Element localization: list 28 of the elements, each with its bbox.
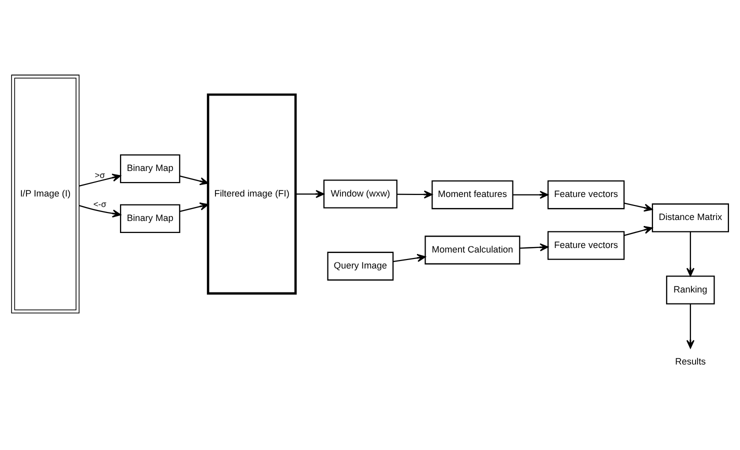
- arrow: [520, 242, 548, 251]
- node-box: Query Image: [327, 251, 394, 280]
- node-box: Moment Calculation: [424, 235, 520, 264]
- node-box: Binary Map: [120, 204, 180, 232]
- node-box: I/P Image (I): [11, 74, 80, 313]
- node-box: Feature vectors: [547, 230, 625, 260]
- node-box: Moment features: [432, 180, 514, 209]
- arrow: [180, 202, 209, 212]
- arrow: [79, 173, 121, 186]
- node-box: Ranking: [666, 275, 715, 304]
- arrow: [513, 190, 548, 198]
- edge-label: <-σ: [93, 198, 106, 208]
- arrow: [624, 226, 653, 236]
- arrow: [180, 174, 209, 185]
- node-box: Distance Matrix: [652, 202, 729, 232]
- node-box: Window (wxw): [323, 179, 398, 208]
- arrow: [296, 190, 324, 198]
- arrow: [686, 303, 694, 348]
- arrow: [624, 202, 653, 212]
- arrow: [393, 253, 426, 262]
- node-box: Binary Map: [120, 154, 180, 183]
- edge-label: >σ: [94, 169, 105, 180]
- arrow: [79, 204, 122, 217]
- node-text: Results: [675, 356, 706, 366]
- node-box: Filtered image (FI): [206, 93, 297, 294]
- arrow: [397, 190, 433, 198]
- arrow: [686, 231, 694, 276]
- node-box: Feature vectors: [547, 180, 625, 209]
